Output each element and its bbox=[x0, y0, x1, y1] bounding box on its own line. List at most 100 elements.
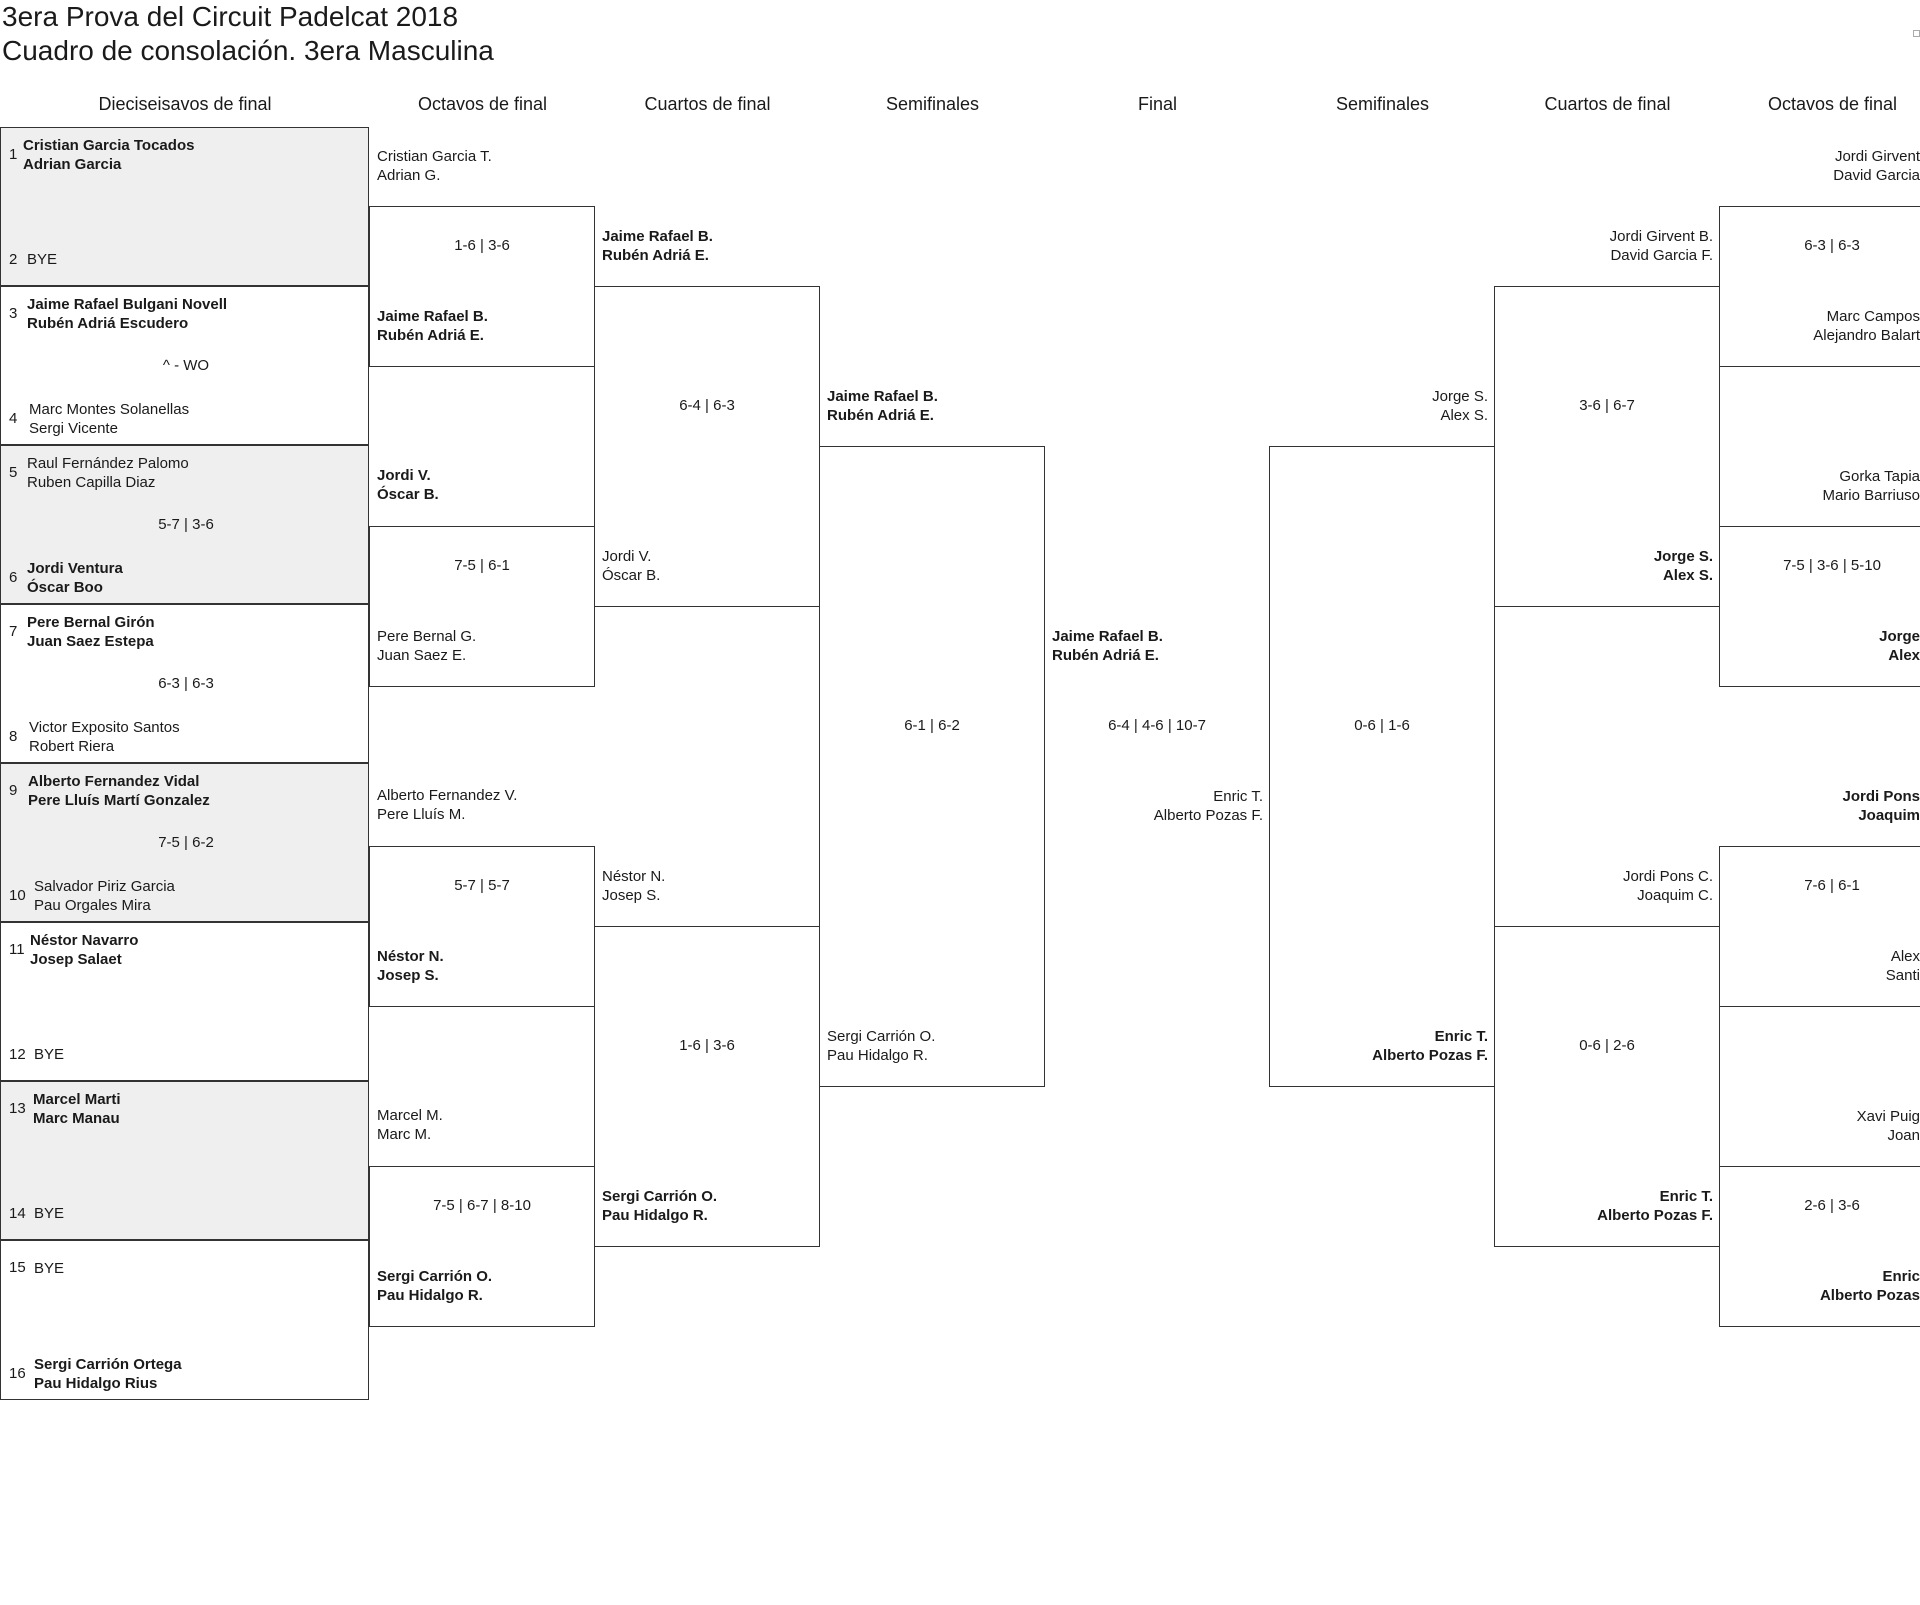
team-name: Sergi Carrión O. bbox=[827, 1028, 936, 1045]
team-name: Josep S. bbox=[602, 887, 661, 904]
seed-number: 5 bbox=[9, 464, 18, 481]
seed-number: 3 bbox=[9, 305, 18, 322]
team-name: Gorka Tapia bbox=[1839, 468, 1920, 485]
player-name: Juan Saez Estepa bbox=[27, 633, 154, 650]
match-score: 0-6 | 1-6 bbox=[1354, 717, 1410, 734]
team-name: Enric T. bbox=[1434, 1028, 1488, 1045]
match-score: 6-4 | 4-6 | 10-7 bbox=[1108, 717, 1206, 734]
player-name: Pere Lluís Martí Gonzalez bbox=[28, 792, 210, 809]
team-name: Jordi V. bbox=[602, 548, 652, 565]
team-name: Rubén Adriá E. bbox=[602, 247, 709, 264]
seed-number: 9 bbox=[9, 782, 18, 799]
seed-number: 16 bbox=[9, 1365, 26, 1382]
col-head-semis-left: Semifinales bbox=[885, 94, 980, 114]
team-name: Pau Hidalgo R. bbox=[377, 1287, 483, 1304]
seed-number: 1 bbox=[9, 146, 18, 163]
player-name: Adrian Garcia bbox=[23, 156, 122, 173]
seed-number: 4 bbox=[9, 410, 18, 427]
bracket-box bbox=[1719, 206, 1920, 367]
col-head-octavos-left: Octavos de final bbox=[417, 94, 548, 114]
match-score: 0-6 | 2-6 bbox=[1579, 1037, 1635, 1054]
match-score: 7-5 | 3-6 | 5-10 bbox=[1783, 557, 1881, 574]
match-score: 6-4 | 6-3 bbox=[679, 397, 735, 414]
team-name: Santi bbox=[1885, 967, 1920, 984]
team-name: Néstor N. bbox=[602, 868, 666, 885]
team-name: Marcel M. bbox=[377, 1107, 443, 1124]
col-head-semis-right: Semifinales bbox=[1335, 94, 1430, 114]
team-name: Óscar B. bbox=[602, 567, 661, 584]
match-score: 7-5 | 6-7 | 8-10 bbox=[433, 1197, 531, 1214]
seed-number: 11 bbox=[9, 941, 25, 958]
col-head-final: Final bbox=[1137, 94, 1177, 114]
player-name: BYE bbox=[34, 1260, 65, 1277]
team-name: Jaime Rafael B. bbox=[827, 388, 938, 405]
team-name: David Garcia F. bbox=[1610, 247, 1713, 264]
r1-match-5: 9 Alberto Fernandez Vidal Pere Lluís Mar… bbox=[0, 763, 369, 922]
bracket-box bbox=[1269, 446, 1495, 1087]
team-name: Rubén Adriá E. bbox=[827, 407, 934, 424]
player-name: Sergi Carrión Ortega bbox=[34, 1356, 182, 1373]
player-name: Josep Salaet bbox=[30, 951, 122, 968]
bracket-box bbox=[1719, 1166, 1920, 1327]
seed-number: 8 bbox=[9, 728, 18, 745]
team-name: Jordi V. bbox=[377, 467, 431, 484]
match-score: 6-3 | 6-3 bbox=[1804, 237, 1860, 254]
col-head-cuartos-left: Cuartos de final bbox=[644, 94, 771, 114]
team-name: Jordi Pons C. bbox=[1622, 868, 1713, 885]
player-name: Victor Exposito Santos bbox=[29, 719, 180, 736]
team-name: Jaime Rafael B. bbox=[1052, 628, 1163, 645]
team-name: Sergi Carrión O. bbox=[377, 1268, 493, 1285]
player-name: Cristian Garcia Tocados bbox=[23, 137, 195, 154]
seed-number: 2 bbox=[9, 251, 18, 268]
team-name: Xavi Puig bbox=[1856, 1108, 1920, 1125]
seed-number: 15 bbox=[9, 1259, 26, 1276]
team-name: Sergi Carrión O. bbox=[602, 1188, 718, 1205]
seed-number: 12 bbox=[9, 1046, 26, 1063]
player-name: Robert Riera bbox=[29, 738, 115, 755]
player-name: Rubén Adriá Escudero bbox=[27, 315, 189, 332]
player-name: Marcel Marti bbox=[33, 1091, 121, 1108]
player-name: Sergi Vicente bbox=[29, 420, 118, 437]
r1-match-4: 7 Pere Bernal Girón Juan Saez Estepa 6-3… bbox=[0, 604, 369, 763]
team-name: Joaquim C. bbox=[1637, 887, 1713, 904]
match-score: 5-7 | 3-6 bbox=[158, 516, 214, 533]
bracket-box bbox=[1719, 526, 1920, 687]
player-name: Pau Hidalgo Rius bbox=[34, 1375, 158, 1392]
team-name: Joan bbox=[1887, 1127, 1920, 1144]
match-score: 5-7 | 5-7 bbox=[454, 877, 510, 894]
team-name: Mario Barriuso bbox=[1822, 487, 1920, 504]
team-name: Enric T. bbox=[1659, 1188, 1713, 1205]
player-name: Pau Orgales Mira bbox=[34, 897, 151, 914]
team-name: Cristian Garcia T. bbox=[377, 148, 492, 165]
match-score: ^ - WO bbox=[162, 357, 210, 374]
team-name: Pere Lluís M. bbox=[377, 806, 466, 823]
team-name: Jaime Rafael B. bbox=[602, 228, 713, 245]
seed-number: 7 bbox=[9, 623, 18, 640]
team-name: Pau Hidalgo R. bbox=[827, 1047, 928, 1064]
team-name: Pere Bernal G. bbox=[377, 628, 477, 645]
team-name: Alberto Pozas F. bbox=[1597, 1207, 1713, 1224]
team-name: Néstor N. bbox=[377, 948, 444, 965]
player-name: Pere Bernal Girón bbox=[27, 614, 155, 631]
seed-number: 6 bbox=[9, 569, 18, 586]
team-name: Jordi Girvent bbox=[1834, 148, 1920, 165]
player-name: Ruben Capilla Diaz bbox=[27, 474, 156, 491]
team-name: Jorge bbox=[1879, 628, 1920, 645]
bracket-box bbox=[1494, 286, 1720, 607]
match-score: 6-1 | 6-2 bbox=[904, 717, 960, 734]
r1-match-6: 11 Néstor Navarro Josep Salaet 12 BYE bbox=[0, 922, 369, 1081]
team-name: Alex S. bbox=[1662, 567, 1713, 584]
bracket-box bbox=[819, 446, 1045, 1087]
match-score: 1-6 | 3-6 bbox=[454, 237, 510, 254]
player-name: Marc Manau bbox=[33, 1110, 120, 1127]
seed-number: 13 bbox=[9, 1100, 26, 1117]
team-name: Alberto Pozas F. bbox=[1153, 807, 1263, 824]
team-name: Pau Hidalgo R. bbox=[602, 1207, 708, 1224]
match-score: 7-5 | 6-2 bbox=[158, 834, 214, 851]
seed-number: 10 bbox=[9, 887, 26, 904]
team-name: Enric T. bbox=[1213, 788, 1263, 805]
team-name: Alberto Fernandez V. bbox=[377, 787, 518, 804]
team-name: Enric bbox=[1882, 1268, 1920, 1285]
team-name: Jordi Girvent B. bbox=[1609, 228, 1713, 245]
col-head-dieciseisavos: Dieciseisavos de final bbox=[98, 94, 272, 114]
